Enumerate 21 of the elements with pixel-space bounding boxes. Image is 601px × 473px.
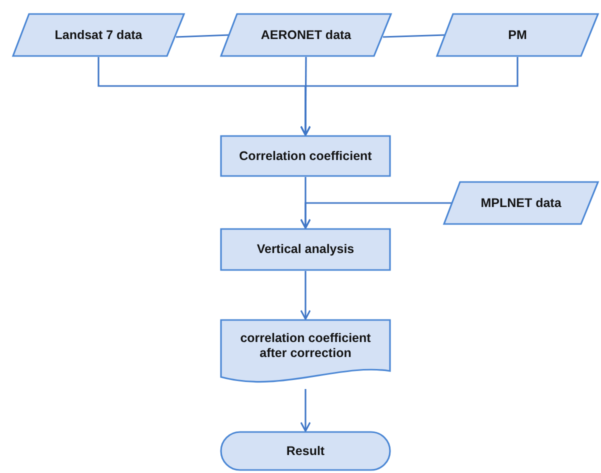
input-parallelogram: [12, 13, 185, 57]
terminator-shape: [220, 431, 391, 471]
node-label: Landsat 7 data: [54, 28, 142, 42]
node-label: MPLNET data: [480, 196, 562, 210]
input-parallelogram: [443, 181, 599, 225]
arrow: [300, 389, 311, 432]
node-label: Result: [286, 444, 325, 458]
connector-line: [176, 34, 230, 38]
input-parallelogram: [436, 13, 599, 57]
arrow: [300, 271, 311, 320]
node-label: AERONET data: [260, 28, 352, 42]
node-label: correlation coefficient after correction: [239, 331, 372, 361]
connector-line: [382, 34, 446, 38]
process-box: [220, 135, 391, 177]
input-parallelogram: [220, 13, 392, 57]
arrow: [300, 202, 452, 229]
node-label: PM: [508, 28, 527, 42]
node-label: Vertical analysis: [256, 242, 354, 257]
process-box: [220, 228, 391, 271]
node-label: Correlation coefficient: [239, 148, 372, 164]
arrow: [300, 57, 518, 136]
